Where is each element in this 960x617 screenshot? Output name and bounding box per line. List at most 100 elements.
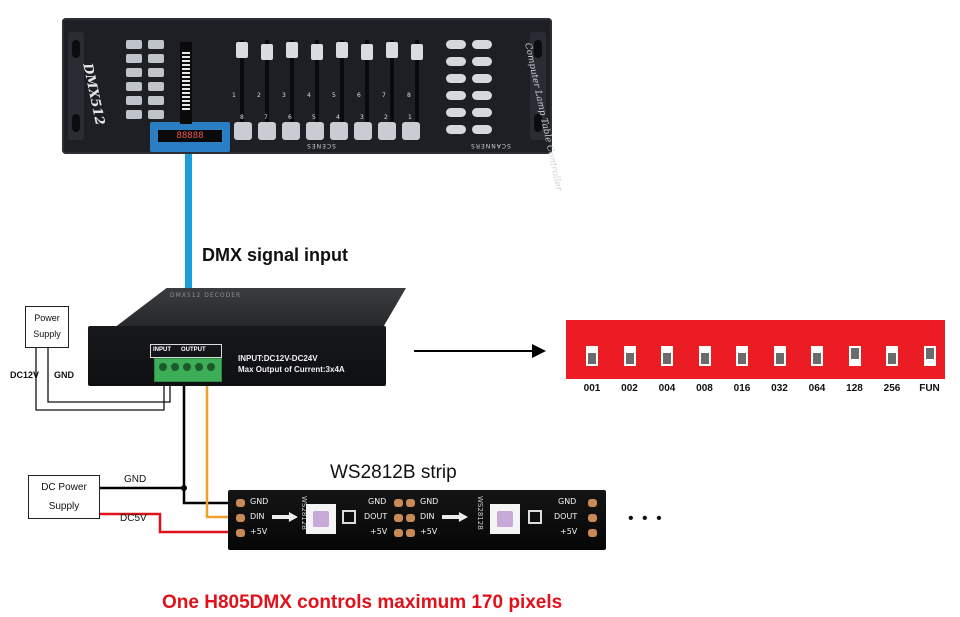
dmx512-console: DMX512 88888 SCENES SCANNERS Computer La… xyxy=(62,18,563,192)
scene-button[interactable] xyxy=(354,122,372,140)
output-label: OUTPUT xyxy=(181,347,206,353)
dip-slot[interactable] xyxy=(886,346,898,366)
scene-button[interactable] xyxy=(306,122,324,140)
console-function-button[interactable] xyxy=(126,54,142,63)
fader-knob[interactable] xyxy=(336,42,348,58)
console-function-button[interactable] xyxy=(126,40,142,49)
fader-knob[interactable] xyxy=(361,44,373,60)
solder-pad xyxy=(236,499,245,507)
dip-knob[interactable] xyxy=(850,348,859,359)
dip-knob[interactable] xyxy=(888,353,896,364)
dip-slot[interactable] xyxy=(698,346,711,366)
dip-label: 016 xyxy=(733,383,751,394)
decoder-spec-line2: Max Output of Current:3x4A xyxy=(238,365,345,374)
dip-slot[interactable] xyxy=(736,346,748,366)
dip-slot[interactable] xyxy=(923,346,936,366)
screw-terminal xyxy=(159,363,167,371)
console-function-button[interactable] xyxy=(148,96,164,105)
scanner-button[interactable] xyxy=(446,74,466,83)
dip-knob[interactable] xyxy=(813,353,821,364)
scanner-button[interactable] xyxy=(446,57,466,66)
scene-button[interactable] xyxy=(330,122,348,140)
dip-knob[interactable] xyxy=(700,353,709,364)
fader-number: 1 xyxy=(232,92,236,99)
scanner-button[interactable] xyxy=(472,57,492,66)
dip-slot[interactable] xyxy=(586,346,598,366)
pad-label: +5V xyxy=(250,527,268,536)
console-function-button[interactable] xyxy=(148,68,164,77)
capacitor xyxy=(528,510,542,524)
led-pixel xyxy=(490,504,520,534)
dip-label: 008 xyxy=(696,383,713,394)
dip-slot[interactable] xyxy=(661,346,673,366)
dip-label: 001 xyxy=(583,383,601,394)
fader-knob[interactable] xyxy=(386,42,398,58)
dip-slot[interactable] xyxy=(623,346,636,366)
fader-knob[interactable] xyxy=(311,44,323,60)
pad-label: GND xyxy=(250,497,269,506)
dc5v-wire xyxy=(100,512,232,534)
fader-knob[interactable] xyxy=(236,42,248,58)
dip-knob[interactable] xyxy=(775,353,784,364)
scene-number: 2 xyxy=(384,114,388,121)
dip-slot[interactable] xyxy=(848,346,861,366)
scanner-button[interactable] xyxy=(472,40,492,49)
fader-knob[interactable] xyxy=(261,44,273,60)
fader-number: 2 xyxy=(257,92,261,99)
channel-fader[interactable] xyxy=(386,40,398,122)
console-function-button[interactable] xyxy=(126,82,142,91)
dip-knob[interactable] xyxy=(663,353,671,364)
console-function-button[interactable] xyxy=(148,110,164,119)
dip-slot[interactable] xyxy=(773,346,786,366)
channel-fader[interactable] xyxy=(261,40,273,122)
console-function-button[interactable] xyxy=(126,110,142,119)
solder-pad xyxy=(236,529,245,537)
console-function-button[interactable] xyxy=(126,68,142,77)
scanner-button[interactable] xyxy=(472,125,492,134)
scene-button[interactable] xyxy=(234,122,252,140)
dc5v-label: DC5V xyxy=(120,513,147,524)
dip-slot[interactable] xyxy=(811,346,823,366)
fader-number: 4 xyxy=(307,92,311,99)
dip-knob[interactable] xyxy=(625,353,634,364)
console-display-panel: 88888 xyxy=(150,122,230,152)
scanner-button[interactable] xyxy=(472,108,492,117)
fader-knob[interactable] xyxy=(286,42,298,58)
scanner-button[interactable] xyxy=(446,125,466,134)
dmx-signal-label: DMX signal input xyxy=(202,245,348,265)
gnd-label-top: GND xyxy=(54,370,74,380)
channel-fader[interactable] xyxy=(411,40,423,122)
dip-knob[interactable] xyxy=(738,353,746,364)
channel-fader[interactable] xyxy=(336,40,348,122)
wire-junction xyxy=(181,485,187,491)
pad-label: GND xyxy=(368,497,387,506)
pad-label: DOUT xyxy=(364,512,388,521)
solder-pad xyxy=(406,499,415,507)
scanner-button[interactable] xyxy=(446,91,466,100)
channel-fader[interactable] xyxy=(286,40,298,122)
scene-button[interactable] xyxy=(378,122,396,140)
dip-knob[interactable] xyxy=(925,348,934,359)
scene-button[interactable] xyxy=(258,122,276,140)
scanner-button[interactable] xyxy=(446,40,466,49)
console-function-button[interactable] xyxy=(148,54,164,63)
console-function-button[interactable] xyxy=(148,40,164,49)
console-function-button[interactable] xyxy=(126,96,142,105)
dip-knob[interactable] xyxy=(588,353,596,364)
scanner-button[interactable] xyxy=(472,91,492,100)
terminal-block[interactable] xyxy=(154,358,222,382)
scanner-button[interactable] xyxy=(472,74,492,83)
terminal-header: INPUT OUTPUT xyxy=(150,344,222,358)
scene-button[interactable] xyxy=(282,122,300,140)
channel-fader[interactable] xyxy=(361,40,373,122)
fader-knob[interactable] xyxy=(411,44,423,60)
scanners-label: SCANNERS xyxy=(470,142,511,149)
channel-fader[interactable] xyxy=(311,40,323,122)
rack-ear-right xyxy=(530,32,546,140)
master-fader[interactable] xyxy=(180,42,192,124)
console-function-button[interactable] xyxy=(148,82,164,91)
scanner-button[interactable] xyxy=(446,108,466,117)
channel-fader[interactable] xyxy=(236,40,248,122)
scene-button[interactable] xyxy=(402,122,420,140)
screw-terminal xyxy=(171,363,179,371)
